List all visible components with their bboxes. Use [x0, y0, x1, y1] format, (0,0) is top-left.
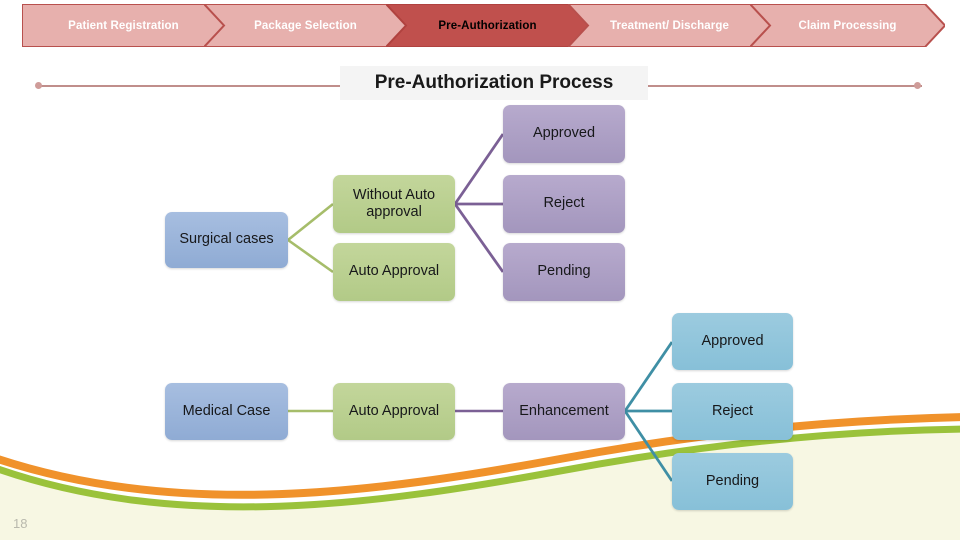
node-label: Reject: [543, 195, 585, 212]
process-step-label: Pre-Authorization: [438, 19, 537, 32]
node-medical-case[interactable]: Medical Case: [165, 383, 288, 440]
node-enhancement[interactable]: Enhancement: [503, 383, 625, 440]
node-label: Auto Approval: [348, 402, 440, 419]
page-number: 18: [13, 516, 28, 531]
node-label: Auto Approval: [348, 263, 440, 280]
chevron-shape: [750, 4, 945, 47]
node-surgical-outcome-pending[interactable]: Pending: [503, 243, 625, 301]
title-rule-dot-right: [914, 82, 921, 89]
wave-orange-stroke: [0, 413, 960, 499]
node-surgical-outcome-approved[interactable]: Approved: [503, 105, 625, 163]
node-surgical-auto-approval[interactable]: Auto Approval: [333, 243, 455, 301]
process-step-treatment-discharge[interactable]: Treatment/ Discharge: [568, 4, 771, 47]
connector-enhancement-to-pending: [623, 410, 674, 482]
process-step-claim-processing[interactable]: Claim Processing: [750, 4, 945, 47]
connector-surgical-to-auto-approval: [287, 238, 334, 274]
page-title: Pre-Authorization Process: [340, 66, 648, 100]
node-surgical-cases[interactable]: Surgical cases: [165, 212, 288, 268]
connector-surgical-to-without-auto: [287, 202, 334, 242]
chevron-shape-active: [386, 4, 589, 47]
wave-green-stroke: [0, 425, 960, 511]
node-label: Pending: [705, 472, 760, 489]
node-label: Surgical cases: [179, 231, 274, 248]
node-label: Reject: [711, 402, 754, 419]
node-surgical-outcome-reject[interactable]: Reject: [503, 175, 625, 233]
node-label: Without Auto approval: [352, 186, 436, 220]
process-step-patient-registration[interactable]: Patient Registration: [22, 4, 225, 47]
process-step-package-selection[interactable]: Package Selection: [204, 4, 407, 47]
title-rule-dot-left: [35, 82, 42, 89]
chevron-shape: [568, 4, 771, 47]
node-label: Approved: [701, 332, 764, 349]
process-step-pre-authorization[interactable]: Pre-Authorization: [386, 4, 589, 47]
node-medical-outcome-pending[interactable]: Pending: [672, 453, 793, 510]
process-step-banner: Patient Registration Package Selection P…: [22, 4, 945, 47]
node-medical-outcome-approved[interactable]: Approved: [672, 313, 793, 370]
wave-fill-area: [0, 430, 960, 540]
connector-without-auto-to-approved: [453, 133, 505, 205]
chevron-shape: [204, 4, 407, 47]
process-step-label: Claim Processing: [798, 19, 897, 32]
connector-enhancement-to-approved: [623, 341, 674, 412]
process-step-label: Patient Registration: [68, 19, 179, 32]
node-label: Approved: [532, 125, 596, 142]
process-step-label: Treatment/ Discharge: [610, 19, 729, 32]
node-label: Pending: [537, 263, 591, 280]
process-step-label: Package Selection: [254, 19, 357, 32]
node-label: Enhancement: [519, 402, 609, 419]
node-without-auto-approval[interactable]: Without Auto approval: [333, 175, 455, 233]
node-medical-auto-approval[interactable]: Auto Approval: [333, 383, 455, 440]
node-label: Medical Case: [182, 402, 271, 419]
connector-without-auto-to-pending: [453, 203, 505, 273]
node-medical-outcome-reject[interactable]: Reject: [672, 383, 793, 440]
